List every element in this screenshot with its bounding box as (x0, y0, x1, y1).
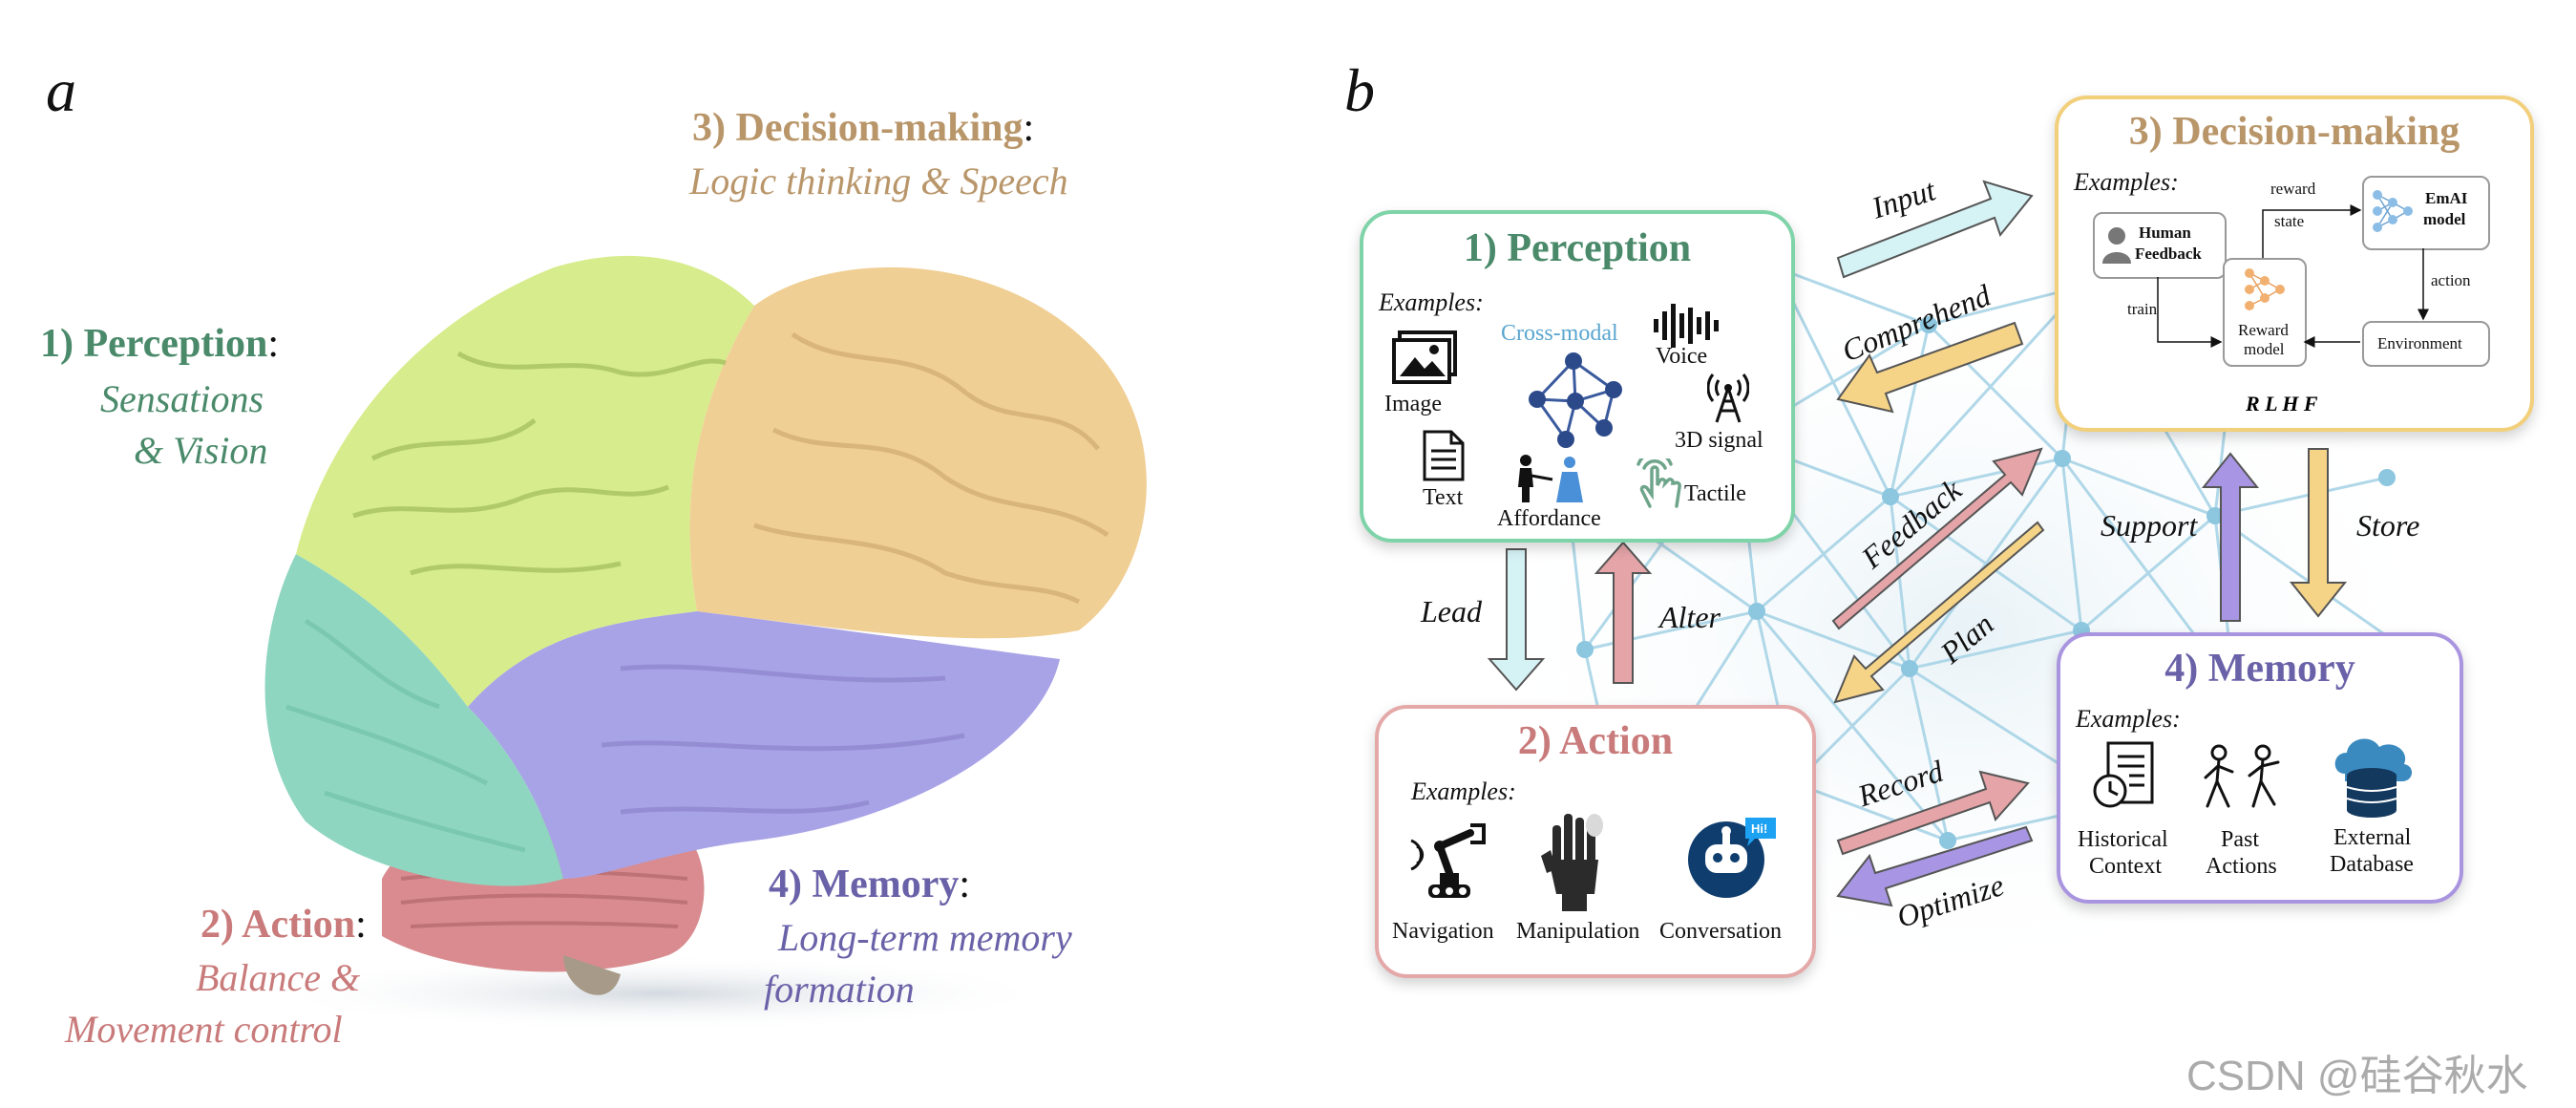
past-actions-icon (2204, 744, 2280, 808)
alter-label: Alter (1659, 600, 1721, 634)
memory-title: 4) Memory (2164, 647, 2355, 691)
external-label-2: Database (2330, 852, 2414, 877)
input-arrow (1836, 180, 2034, 279)
a-perception-desc-1: Sensations (100, 377, 264, 420)
reward-model-node: Reward model (2223, 258, 2307, 367)
alter-arrow (1594, 541, 1653, 684)
a-action-desc-2: Movement control (65, 1008, 343, 1051)
cross-modal-label: Cross-modal (1501, 321, 1618, 346)
a-perception-title: 1) Perception: (40, 322, 279, 366)
a-action-desc-1: Balance & (196, 956, 361, 999)
affordance-icon (1518, 455, 1583, 502)
neural-net-icon (2373, 190, 2413, 232)
a-memory-title: 4) Memory: (769, 863, 971, 906)
robot-arm-icon (1410, 823, 1486, 898)
feedback-label: Feedback (2135, 245, 2202, 263)
environment-node: Environment (2362, 321, 2490, 367)
decision-title: 3) Decision-making (2128, 110, 2460, 154)
watermark: CSDN @硅谷秋水 (2186, 1053, 2528, 1099)
a-perception-desc-2: & Vision (134, 429, 268, 472)
a-memory-desc-2: formation (764, 968, 915, 1011)
person-icon (2102, 227, 2131, 264)
image-icon (1392, 330, 1457, 384)
action-title: 2) Action (1517, 719, 1674, 763)
human-label: Human (2139, 224, 2191, 242)
store-arrow (2289, 448, 2348, 618)
voice-label: Voice (1656, 344, 1708, 369)
external-label-1: External (2333, 825, 2412, 850)
memory-examples-label: Examples: (2076, 705, 2181, 733)
a-memory-desc-1: Long-term memory (778, 916, 1072, 959)
hi-badge-text: Hi! (1751, 821, 1767, 836)
historical-label-2: Context (2089, 854, 2162, 879)
emai-model-node: EmAI model (2362, 176, 2490, 250)
memory-box: 4) Memory Examples: Historical Context P… (2057, 632, 2463, 904)
reward-model-label-2: model (2244, 340, 2285, 358)
rlhf-label: R L H F (2246, 392, 2318, 416)
record-arrow (1836, 770, 2030, 856)
feedback-arrow (1831, 447, 2043, 630)
plan-arrow (1833, 521, 2045, 704)
affordance-label: Affordance (1497, 506, 1601, 531)
a-decision-desc: Logic thinking & Speech (689, 160, 1068, 202)
decision-box: 3) Decision-making Examples: Human Feedb… (2055, 96, 2534, 432)
text-label: Text (1423, 485, 1464, 510)
perception-title: 1) Perception (1463, 226, 1692, 270)
navigation-label: Navigation (1392, 919, 1494, 944)
action-examples-label: Examples: (1411, 778, 1516, 805)
panel-b-letter: b (1344, 56, 1375, 124)
tactile-hand-icon (1636, 458, 1681, 508)
support-label: Support (2101, 508, 2198, 543)
robot-hand-icon (1541, 814, 1603, 911)
a-decision-title: 3) Decision-making: (692, 106, 1035, 150)
past-label-1: Past (2221, 827, 2260, 852)
past-label-2: Actions (2206, 854, 2277, 879)
action-label: action (2431, 271, 2471, 289)
brain-illustration (258, 255, 1147, 1032)
human-feedback-node: Human Feedback (2093, 212, 2227, 279)
reward-model-label-1: Reward (2238, 321, 2289, 339)
support-arrow (2201, 452, 2260, 622)
voice-waveform-icon (1654, 304, 1719, 348)
conversation-label: Conversation (1659, 919, 1782, 944)
optimize-arrow (1836, 825, 2034, 907)
signal-label: 3D signal (1675, 428, 1763, 453)
perception-examples-label: Examples: (1379, 288, 1484, 316)
rlhf-connectors (2157, 204, 2429, 348)
tactile-label: Tactile (1684, 481, 1746, 506)
environment-label: Environment (2377, 334, 2462, 352)
text-document-icon (1423, 430, 1465, 481)
lead-label: Lead (1421, 594, 1482, 629)
historical-label-1: Historical (2078, 827, 2168, 852)
lead-arrow (1487, 548, 1546, 692)
reward-net-icon (2245, 268, 2285, 310)
history-document-icon (2093, 741, 2154, 808)
network-graph-icon (1529, 352, 1622, 448)
action-box: 2) Action Examples: Navigation (1375, 705, 1816, 978)
train-label: train (2127, 300, 2158, 318)
state-label: state (2274, 212, 2305, 230)
comprehend-arrow (1836, 321, 2024, 414)
manipulation-label: Manipulation (1516, 919, 1640, 944)
chatbot-icon: Hi! (1688, 818, 1776, 898)
image-label: Image (1384, 392, 1442, 416)
model-label: model (2423, 210, 2466, 228)
reward-label: reward (2270, 180, 2316, 198)
emai-label: EmAI (2425, 189, 2468, 207)
perception-box: 1) Perception Examples: Image Cross-moda… (1360, 210, 1795, 543)
signal-tower-icon (1707, 373, 1749, 423)
store-label: Store (2356, 508, 2420, 543)
decision-examples-label: Examples: (2074, 168, 2179, 196)
panel-a-letter: a (46, 56, 76, 124)
cloud-database-icon (2334, 738, 2413, 818)
a-action-title: 2) Action: (201, 903, 367, 947)
